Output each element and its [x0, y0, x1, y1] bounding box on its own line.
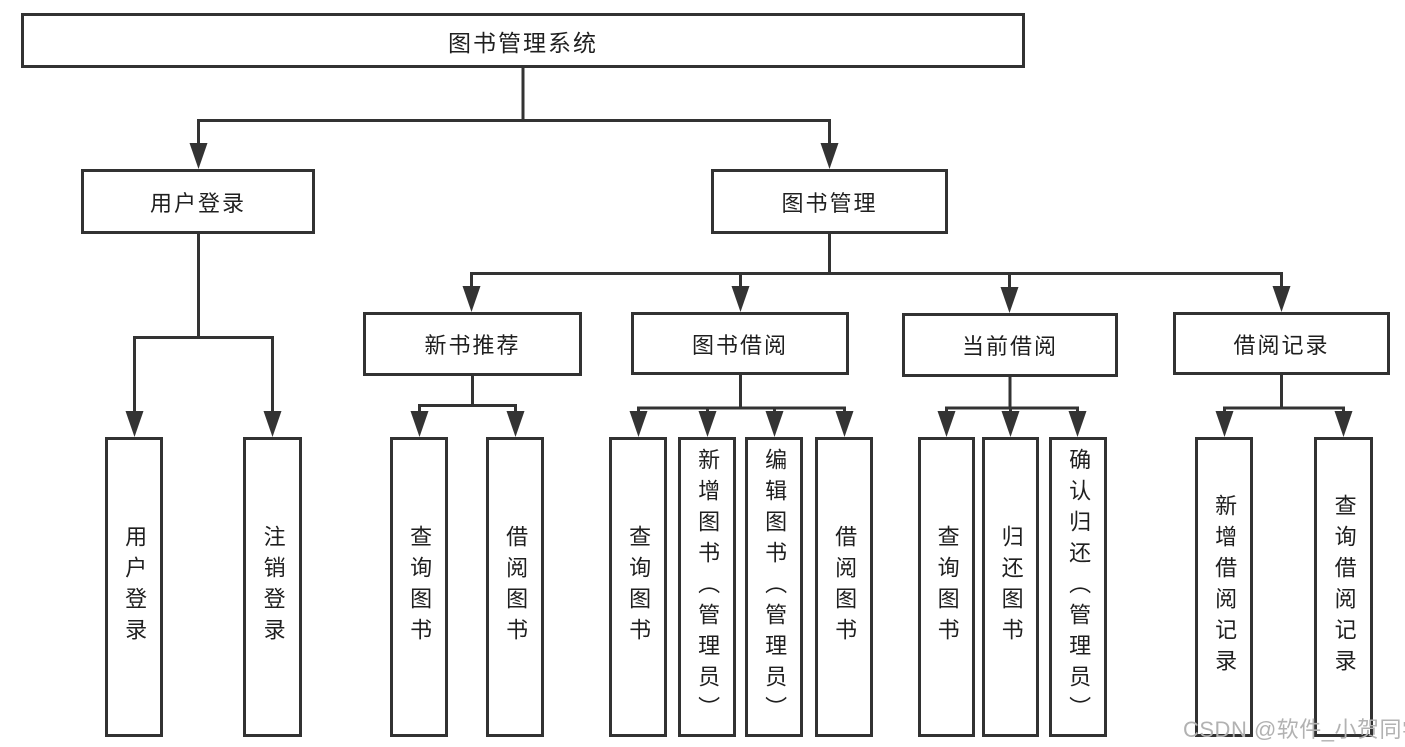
csdn-watermark: CSDN @软件_小贺同学	[1183, 717, 1405, 742]
node-user-login: 用户登录	[81, 169, 315, 234]
leaf-edit-books-admin-label: 编辑图书（管理员）	[762, 447, 788, 727]
leaf-add-books-admin: 新增图书（管理员）	[678, 437, 736, 737]
leaf-logout: 注销登录	[243, 437, 302, 737]
leaf-confirm-return-admin: 确认归还（管理员）	[1049, 437, 1107, 737]
leaf-query-books-borrow: 查询图书	[609, 437, 667, 737]
leaf-borrow-books-borrow: 借阅图书	[815, 437, 873, 737]
leaf-query-books-current-label: 查询图书	[934, 525, 960, 649]
node-book-management: 图书管理	[711, 169, 948, 234]
node-new-book-recommendation: 新书推荐	[363, 312, 582, 376]
leaf-query-books-current: 查询图书	[918, 437, 975, 737]
leaf-query-borrow-record: 查询借阅记录	[1314, 437, 1373, 737]
leaf-add-borrow-record-label: 新增借阅记录	[1212, 494, 1238, 680]
leaf-borrow-books-borrow-label: 借阅图书	[832, 525, 858, 649]
leaf-add-borrow-record: 新增借阅记录	[1195, 437, 1253, 737]
leaf-confirm-return-admin-label: 确认归还（管理员）	[1066, 447, 1092, 727]
node-library-management-system: 图书管理系统	[21, 13, 1025, 68]
node-borrowing-records: 借阅记录	[1173, 312, 1390, 375]
leaf-add-books-admin-label: 新增图书（管理员）	[695, 447, 721, 727]
leaf-query-borrow-record-label: 查询借阅记录	[1331, 494, 1357, 680]
leaf-query-books-recommend: 查询图书	[390, 437, 448, 737]
leaf-query-books-borrow-label: 查询图书	[626, 525, 652, 649]
node-book-borrowing: 图书借阅	[631, 312, 849, 375]
leaf-logout-label: 注销登录	[260, 525, 286, 649]
leaf-borrow-books-recommend-label: 借阅图书	[503, 525, 529, 649]
leaf-user-login-label: 用户登录	[122, 525, 148, 649]
leaf-borrow-books-recommend: 借阅图书	[486, 437, 544, 737]
leaf-return-books: 归还图书	[982, 437, 1039, 737]
node-current-borrowing: 当前借阅	[902, 313, 1118, 377]
leaf-user-login: 用户登录	[105, 437, 163, 737]
leaf-return-books-label: 归还图书	[998, 525, 1024, 649]
leaf-edit-books-admin: 编辑图书（管理员）	[745, 437, 803, 737]
leaf-query-books-recommend-label: 查询图书	[407, 525, 433, 649]
